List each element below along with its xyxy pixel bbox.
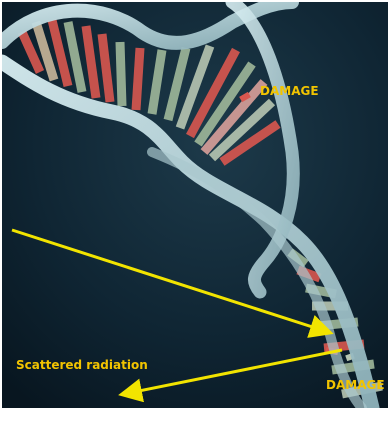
base-pair bbox=[120, 42, 122, 106]
damage-label-top: DAMAGE bbox=[260, 84, 319, 98]
scattered-radiation-label: Scattered radiation bbox=[16, 358, 148, 372]
base-pair bbox=[136, 48, 140, 110]
illustration-frame: DAMAGE Scattered radiation DAMAGE bbox=[2, 2, 388, 408]
dna-damage-diagram: DAMAGE Scattered radiation DAMAGE bbox=[2, 2, 388, 408]
damage-label-bottom: DAMAGE bbox=[326, 378, 385, 392]
